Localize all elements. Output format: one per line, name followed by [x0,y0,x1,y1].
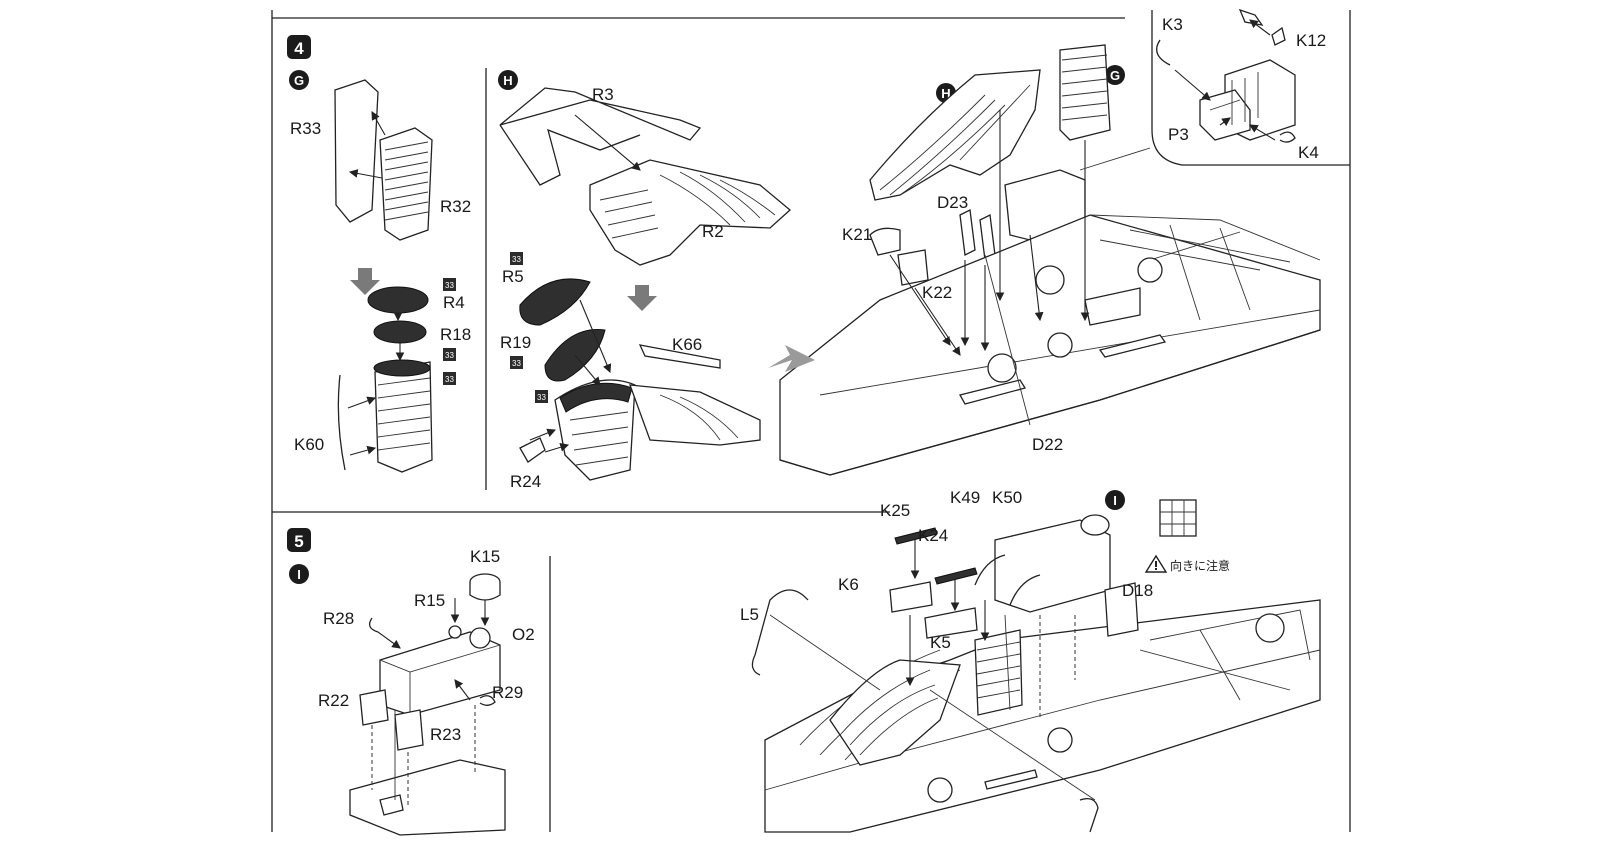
svg-text:H: H [503,73,512,88]
label-k4: K4 [1298,143,1319,162]
label-r23: R23 [430,725,461,744]
step-4-number: 4 [294,39,304,58]
funnel-g-cap-parts [337,286,433,473]
svg-text:33: 33 [537,393,546,402]
paint-badge-r4: 33 [443,278,456,291]
marker-g-1: G [289,70,309,90]
svg-text:G: G [294,73,304,88]
label-r2: R2 [702,222,724,241]
label-k3: K3 [1162,15,1183,34]
down-arrow-h-icon [627,285,657,311]
down-arrow-icon [350,268,380,295]
label-k5: K5 [930,633,951,652]
funnel-h-parts [499,87,791,266]
label-d22: D22 [1032,435,1063,454]
paint-badge-r19: 33 [510,356,523,369]
label-k21: K21 [842,225,872,244]
svg-text:33: 33 [445,351,454,360]
label-r24: R24 [510,472,541,491]
svg-text:33: 33 [445,281,454,290]
label-d23: D23 [937,193,968,212]
label-k22: K22 [922,283,952,302]
label-k12: K12 [1296,31,1326,50]
direction-arrow-icon [768,345,815,372]
paint-badge-h-body: 33 [535,390,548,403]
upper-deck-assembly [768,44,1321,476]
label-r15: R15 [414,591,445,610]
svg-text:33: 33 [445,375,454,384]
panel-borders [271,10,1351,832]
marker-g-2: G [1105,65,1125,85]
marker-i-1: I [289,564,309,584]
marker-h-1: H [498,70,518,90]
label-k49: K49 [950,488,980,507]
detail-inset-parts [1156,8,1296,143]
paint-badge-r18: 33 [443,348,456,361]
svg-text:33: 33 [512,255,521,264]
svg-text:33: 33 [512,359,521,368]
lower-ship-assembly [751,514,1321,833]
marker-i-2: I [1105,490,1125,510]
label-d18: D18 [1122,581,1153,600]
label-r19: R19 [500,333,531,352]
label-r4: R4 [443,293,465,312]
label-l5: L5 [740,605,759,624]
label-k25: K25 [880,501,910,520]
label-r3: R3 [592,85,614,104]
svg-text:I: I [297,567,301,582]
funnel-g-parts [334,79,433,241]
bridge-i-parts [349,573,506,836]
label-r32: R32 [440,197,471,216]
label-k50: K50 [992,488,1022,507]
label-r18: R18 [440,325,471,344]
warning-triangle-icon [1144,554,1168,573]
svg-text:I: I [1113,493,1117,508]
svg-text:G: G [1110,68,1120,83]
paint-badge-body: 33 [443,372,456,385]
label-p3: P3 [1168,125,1189,144]
caution-note: 向きに注意 [1170,558,1230,573]
label-r28: R28 [323,609,354,628]
step-4-badge: 4 [287,35,311,59]
label-k66: K66 [672,335,702,354]
parts-frame-icon [1159,499,1197,537]
step-5-number: 5 [294,532,303,551]
label-r33: R33 [290,119,321,138]
label-k60: K60 [294,435,324,454]
svg-text:H: H [941,86,950,101]
label-r5: R5 [502,267,524,286]
label-r29: R29 [492,683,523,702]
step-5-badge: 5 [287,528,311,552]
funnel-h-caps [519,278,761,481]
label-k24: K24 [918,526,948,545]
label-k15: K15 [470,547,500,566]
paint-badge-r5: 33 [510,252,523,265]
label-r22: R22 [318,691,349,710]
label-o2: O2 [512,625,535,644]
label-k6: K6 [838,575,859,594]
